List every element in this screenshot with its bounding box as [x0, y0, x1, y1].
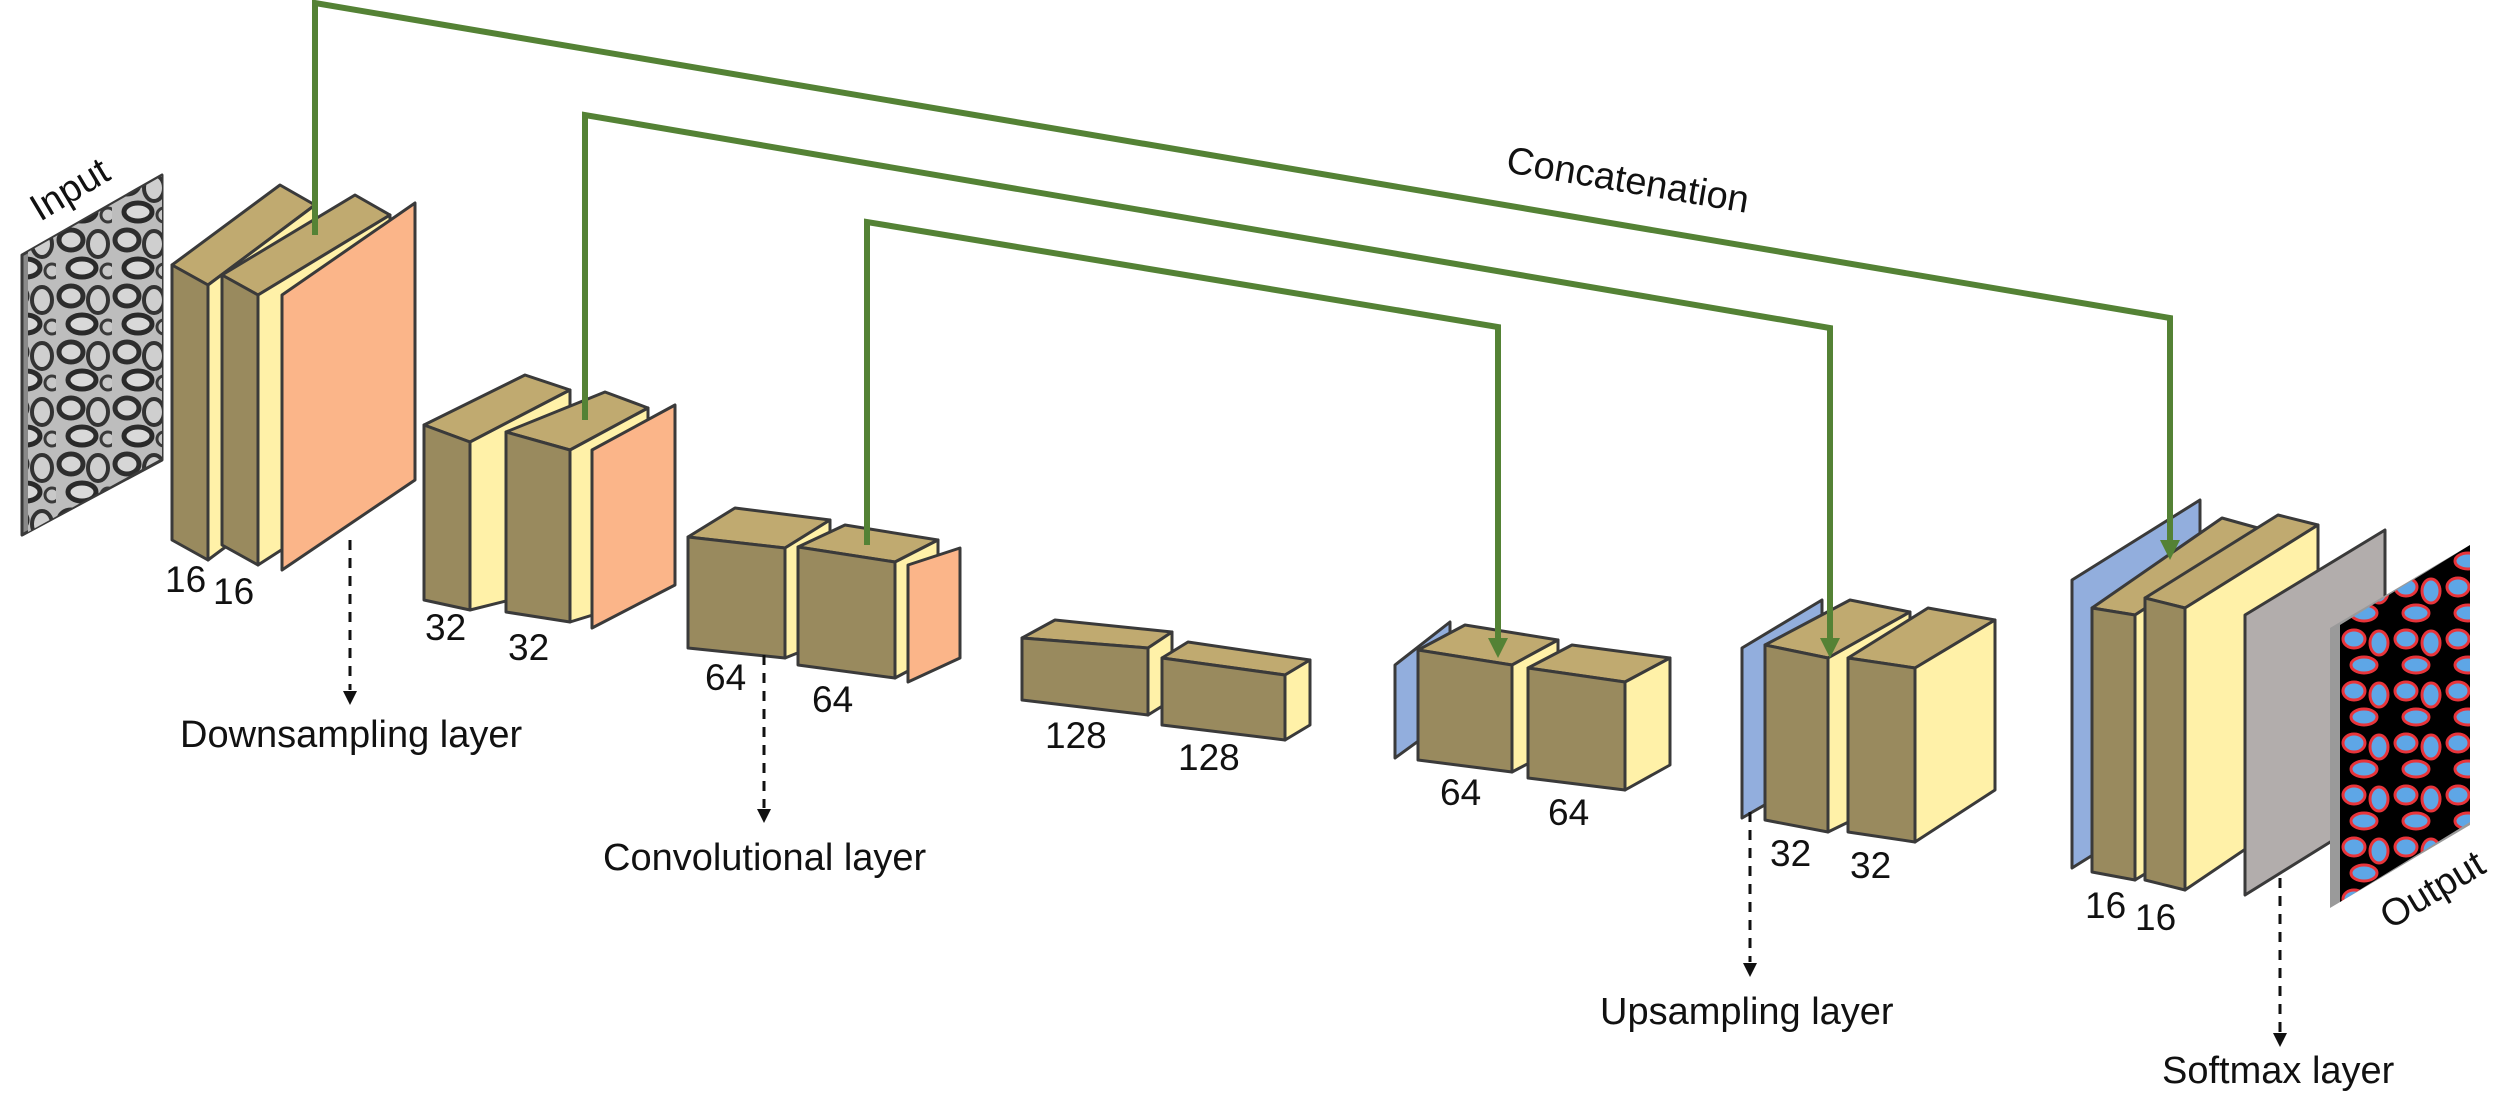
downsampling-callout-arrow	[343, 540, 357, 705]
output-image	[2330, 545, 2470, 908]
encoder-2-channel-b: 32	[508, 627, 549, 668]
bottleneck-channel-a: 128	[1045, 715, 1107, 756]
encoder-3-channel-b: 64	[812, 679, 853, 720]
encoder-3-downsample	[906, 546, 962, 684]
encoder-3-channel-a: 64	[705, 657, 746, 698]
bottleneck-conv-b	[1160, 640, 1312, 742]
encoder-2-downsample	[590, 403, 677, 630]
convolutional-layer-label: Convolutional layer	[603, 837, 927, 879]
decoder-1-channel-b: 16	[2135, 897, 2176, 938]
decoder-2-conv-b	[1846, 606, 1997, 844]
decoder-3-channel-a: 64	[1440, 772, 1481, 813]
decoder-3-conv-b	[1526, 643, 1672, 792]
encoder-1-channel-a: 16	[165, 559, 206, 600]
upsampling-callout-arrow	[1743, 812, 1757, 977]
bottleneck-channel-b: 128	[1178, 737, 1240, 778]
decoder-1-channel-a: 16	[2085, 885, 2126, 926]
convolutional-callout-arrow	[757, 655, 771, 823]
skip-connection-level-2	[582, 111, 1840, 658]
skip-connection-level-1	[312, 0, 2180, 560]
decoder-3-channel-b: 64	[1548, 792, 1589, 833]
encoder-2-channel-a: 32	[425, 607, 466, 648]
encoder-1-channel-b: 16	[213, 571, 254, 612]
upsampling-layer-label: Upsampling layer	[1600, 991, 1894, 1033]
decoder-2-channel-a: 32	[1770, 833, 1811, 874]
downsampling-layer-label: Downsampling layer	[180, 714, 522, 756]
skip-connection-level-3	[864, 218, 1508, 658]
bottleneck-conv-a	[1020, 618, 1174, 717]
softmax-layer-label: Softmax layer	[2162, 1050, 2395, 1092]
decoder-2-channel-b: 32	[1850, 845, 1891, 886]
input-image	[20, 173, 164, 537]
softmax-callout-arrow	[2273, 878, 2287, 1047]
encoder-1-downsample	[280, 201, 417, 572]
